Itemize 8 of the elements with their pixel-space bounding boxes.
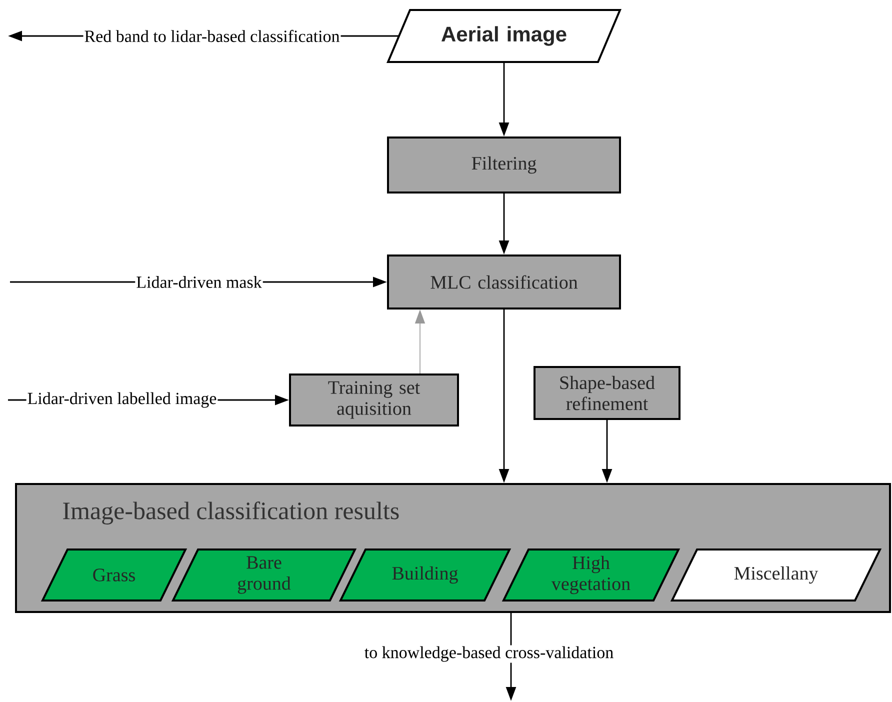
edge-label: to knowledge-based cross-validation xyxy=(363,645,615,663)
edge-label: Lidar-driven mask xyxy=(135,275,263,289)
process-box: Training set aquisition xyxy=(289,374,459,426)
process-box: Filtering xyxy=(387,136,621,194)
edge-label: Red band to lidar-based classification xyxy=(83,28,341,44)
process-box: Shape-based refinement xyxy=(534,366,680,420)
process-box: MLC classification xyxy=(387,254,621,310)
edge-label: Lidar-driven labelled image xyxy=(26,391,218,409)
